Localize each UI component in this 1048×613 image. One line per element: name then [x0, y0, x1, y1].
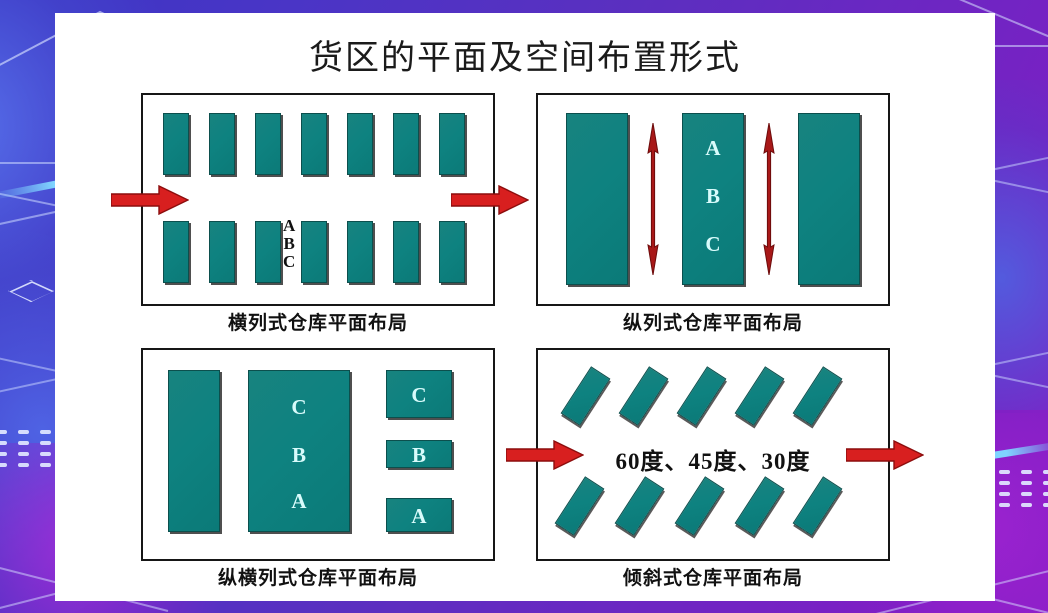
block-label-c: C — [291, 395, 307, 419]
slanted-storage-block — [674, 476, 725, 536]
exit-arrow-icon — [846, 440, 924, 470]
slanted-storage-block — [734, 366, 785, 426]
storage-block — [168, 370, 220, 532]
panel-4-frame: 60度、45度、30度 — [536, 348, 890, 561]
panel-3-frame: C B A C B A — [141, 348, 495, 561]
page-title: 货区的平面及空间布置形式 — [309, 40, 741, 77]
storage-block — [393, 113, 419, 175]
storage-block — [209, 113, 235, 175]
panel-horizontal-rows: A B C 横列式仓库平面布局 — [111, 93, 529, 343]
slanted-storage-block — [676, 366, 727, 426]
angle-annotation: 60度、45度、30度 — [615, 449, 811, 474]
panel-2-caption: 纵列式仓库平面布局 — [622, 313, 803, 334]
storage-block — [255, 221, 281, 283]
slanted-storage-block — [614, 476, 665, 536]
slanted-storage-block — [554, 476, 605, 536]
block-label-c: C — [411, 383, 427, 407]
entry-arrow-icon — [506, 440, 584, 470]
panel-4-caption: 倾斜式仓库平面布局 — [622, 568, 803, 589]
storage-block-labeled: B — [386, 440, 452, 468]
abc-label-a: A — [283, 216, 296, 235]
block-label-a: A — [705, 136, 721, 160]
storage-block-labeled: C — [386, 370, 452, 418]
block-label-a: A — [291, 489, 307, 513]
block-label-b: B — [291, 443, 306, 467]
panel-3-caption: 纵横列式仓库平面布局 — [217, 568, 418, 589]
abc-label-c: C — [283, 251, 296, 271]
storage-block — [255, 113, 281, 175]
panel-slanted-rows: 60度、45度、30度 倾斜式仓库平面布局 — [506, 348, 924, 598]
panel-1-frame: A B C — [141, 93, 495, 306]
dot-grid-right — [999, 470, 1048, 507]
panel-1-caption: 横列式仓库平面布局 — [227, 313, 408, 334]
storage-block — [301, 221, 327, 283]
storage-block-labeled: A B C — [682, 113, 744, 285]
diamond-outline-icon — [8, 280, 54, 302]
slanted-storage-block — [618, 366, 669, 426]
storage-block — [439, 113, 465, 175]
storage-block — [566, 113, 628, 285]
storage-block — [347, 113, 373, 175]
slanted-storage-block — [560, 366, 611, 426]
abc-label-stack: A B C — [283, 217, 295, 271]
slide-content-card: 货区的平面及空间布置形式 — [55, 13, 995, 601]
diagram-grid: A B C 横列式仓库平面布局 — [55, 85, 995, 601]
panel-mixed-rows: C B A C B A 纵横列式仓库平面布局 — [133, 348, 503, 598]
block-label-b: B — [705, 184, 720, 208]
flow-double-arrow-icon — [760, 123, 778, 275]
block-label-c: C — [705, 232, 721, 256]
storage-block — [393, 221, 419, 283]
storage-block — [163, 113, 189, 175]
abc-label-b: B — [283, 233, 295, 253]
storage-block — [163, 221, 189, 283]
storage-block — [301, 113, 327, 175]
dot-grid-left — [0, 430, 51, 467]
storage-block-labeled: A — [386, 498, 452, 532]
slanted-storage-block — [792, 366, 843, 426]
block-label-a: A — [411, 504, 427, 528]
flow-double-arrow-icon — [644, 123, 662, 275]
block-label-b: B — [411, 443, 426, 467]
panel-vertical-rows: A B C 纵列式 — [528, 93, 898, 343]
storage-block — [209, 221, 235, 283]
storage-block-labeled: C B A — [248, 370, 350, 532]
storage-block — [347, 221, 373, 283]
exit-arrow-icon — [451, 185, 529, 215]
slanted-storage-block — [734, 476, 785, 536]
storage-block — [439, 221, 465, 283]
entry-arrow-icon — [111, 185, 189, 215]
panel-2-frame: A B C — [536, 93, 890, 306]
slanted-storage-block — [792, 476, 843, 536]
storage-block — [798, 113, 860, 285]
